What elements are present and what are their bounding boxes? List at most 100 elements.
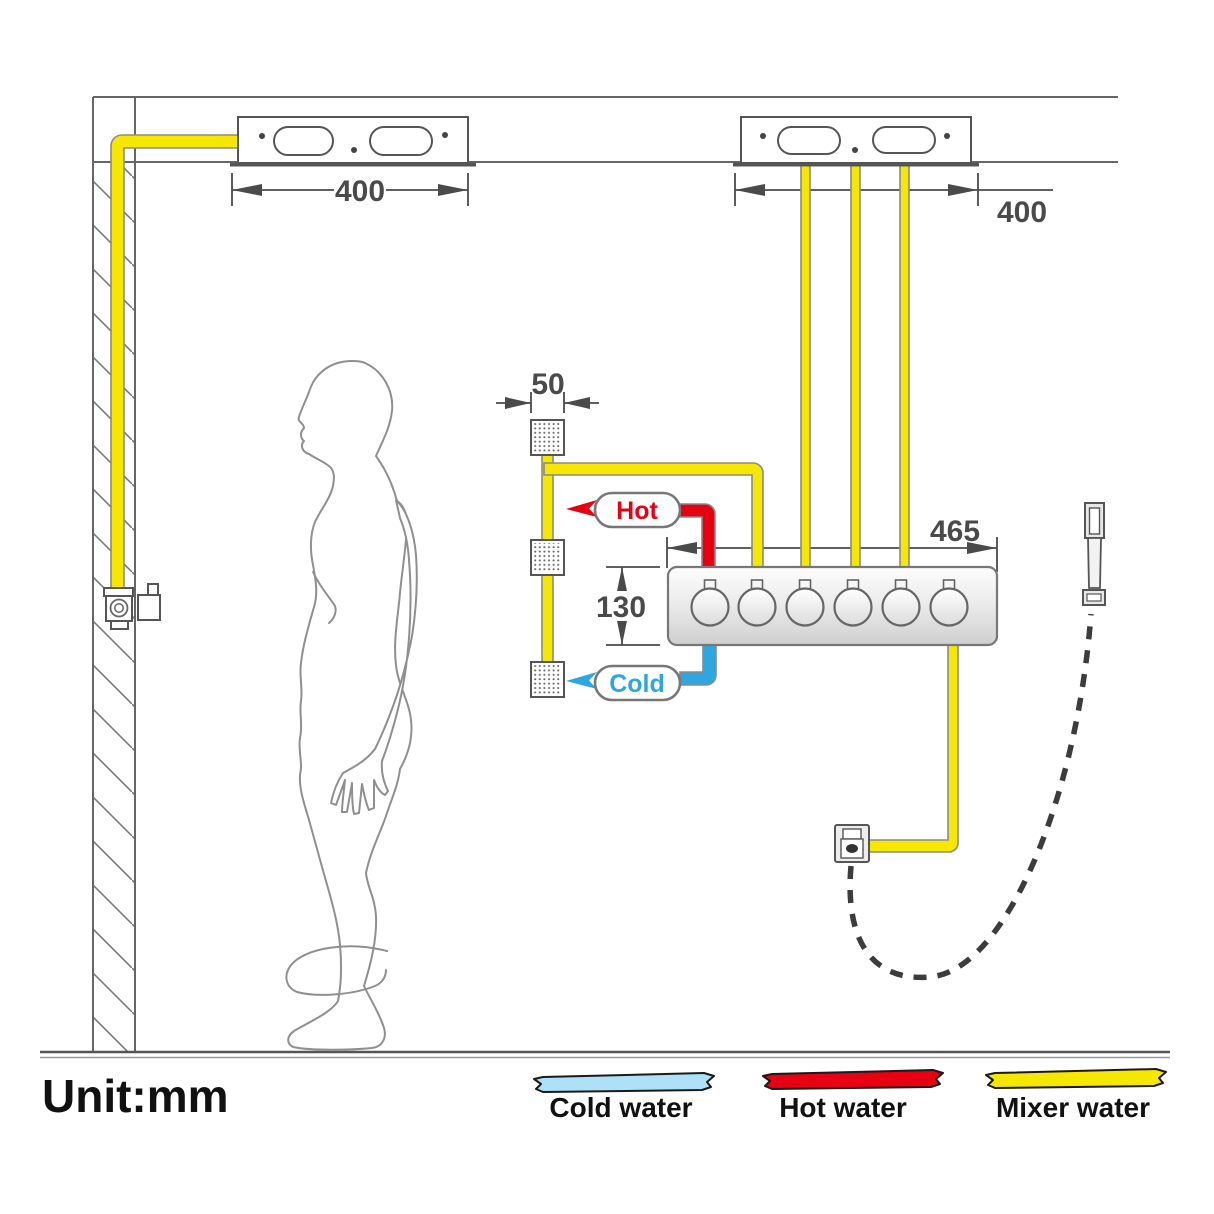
valve-knobs	[690, 579, 969, 627]
jet-connector-pipe-2	[541, 571, 554, 666]
hot-label: Hot	[616, 497, 658, 525]
valve-knob	[737, 587, 777, 627]
hot-water-pipe	[566, 500, 716, 568]
right-shower-width-value: 400	[997, 196, 1047, 229]
dimension-right-400: 400	[734, 173, 1053, 229]
body-jets	[530, 419, 565, 698]
screw-dot-icon	[760, 133, 766, 139]
screw-dot-icon	[259, 133, 265, 139]
arrow-right-icon	[438, 184, 468, 196]
legend: Cold water Hot water Mixer water	[533, 1068, 1167, 1123]
arrow-up-icon	[616, 567, 628, 596]
thermostatic-valve	[666, 565, 999, 647]
handshower-face	[1088, 507, 1101, 535]
body-jet-width-value: 50	[531, 368, 564, 401]
valve-back-knob	[147, 583, 159, 596]
valve-back-body	[137, 594, 161, 621]
arrow-left-icon	[564, 397, 590, 409]
screw-dot-icon	[944, 133, 950, 139]
unit-note: Unit:mm	[42, 1070, 229, 1122]
valve-knob	[833, 587, 873, 627]
ceiling-shower-right	[733, 116, 979, 167]
body-jet-2	[530, 539, 565, 576]
valve-tab	[110, 620, 129, 630]
shower-hose-dashed	[847, 613, 1094, 981]
dimension-left-400: 400	[231, 173, 469, 208]
cold-label-pill: Cold	[593, 664, 682, 702]
jet-nozzle-grid	[534, 543, 561, 572]
legend-mixer-water: Mixer water	[985, 1068, 1167, 1123]
mixer-water-pipes	[110, 134, 959, 853]
hot-label-pill: Hot	[593, 491, 682, 529]
valve-width-value: 465	[930, 515, 980, 548]
left-shower-width-value: 400	[335, 175, 385, 208]
human-chest-line	[312, 571, 337, 624]
human-far-foot-outline	[285, 945, 388, 996]
legend-cold-water: Cold water	[533, 1072, 715, 1123]
cold-label: Cold	[609, 670, 665, 698]
arrow-right-icon	[505, 397, 531, 409]
shower-housing	[740, 116, 972, 164]
arrow-left-icon	[232, 184, 262, 196]
spray-slot-icon	[273, 126, 334, 156]
handshower-feed-pipe	[867, 644, 959, 853]
screw-dot-icon	[442, 132, 448, 138]
valve-body	[666, 565, 999, 647]
handshower-handle	[1087, 537, 1102, 589]
mixer-water-swatch	[985, 1068, 1167, 1089]
room-structure	[40, 96, 1170, 1059]
valve-cap	[103, 587, 134, 597]
cold-water-label: Cold water	[549, 1092, 692, 1123]
hand-shower	[1082, 502, 1106, 606]
hose-wall-outlet	[834, 824, 870, 863]
dimension-valve-465: 465	[666, 515, 998, 572]
screw-dot-icon	[351, 147, 357, 153]
human-arm-outline	[330, 499, 418, 815]
arrow-right-icon	[967, 542, 997, 554]
outlet-hole-icon	[846, 844, 858, 853]
spray-slot-icon	[777, 126, 841, 155]
jet-nozzle-grid	[534, 423, 561, 452]
screw-dot-icon	[852, 147, 858, 153]
legend-hot-water: Hot water	[762, 1069, 944, 1123]
hot-pipe-elbow	[679, 503, 716, 568]
cold-water-swatch	[533, 1072, 715, 1093]
dimension-label-mask	[597, 591, 645, 621]
hot-water-label: Hot water	[779, 1092, 907, 1123]
arrow-left-icon	[667, 542, 697, 554]
hot-water-swatch	[762, 1069, 944, 1090]
ceiling-feed-pipe-3	[899, 163, 910, 569]
jet-branch-pipe	[543, 462, 764, 568]
body-jet-1	[530, 419, 565, 456]
spray-slot-icon	[369, 126, 433, 156]
arrow-left-icon	[735, 184, 765, 196]
human-body-outline	[287, 360, 413, 1051]
dimension-jet-50: 50	[496, 368, 599, 413]
ceiling-shower-left	[230, 116, 476, 167]
valve-knob	[690, 587, 730, 627]
wall-riser-pipe	[110, 134, 239, 590]
valve-ring-inner-icon	[114, 603, 124, 613]
shower-housing	[237, 116, 469, 164]
valve-knob	[881, 587, 921, 627]
ceiling-feed-pipe-1	[800, 163, 811, 569]
wall-mixer-valve	[103, 583, 161, 630]
arrow-down-icon	[616, 616, 628, 645]
arrow-right-icon	[948, 184, 978, 196]
jet-nozzle-grid	[534, 665, 561, 694]
valve-knob	[785, 587, 825, 627]
valve-knob	[929, 587, 969, 627]
cold-pipe-elbow	[679, 644, 717, 686]
handshower-base-slot	[1086, 593, 1102, 602]
spray-slot-icon	[872, 126, 936, 154]
cold-flow-arrow-icon	[566, 672, 597, 689]
human-figure	[285, 360, 418, 1051]
outlet-top-slot	[842, 828, 862, 840]
body-jet-3	[530, 661, 565, 698]
hot-flow-arrow-icon	[566, 500, 597, 517]
mixer-water-label: Mixer water	[996, 1092, 1150, 1123]
dimension-valve-130: 130	[596, 566, 660, 646]
valve-height-value: 130	[596, 591, 646, 624]
